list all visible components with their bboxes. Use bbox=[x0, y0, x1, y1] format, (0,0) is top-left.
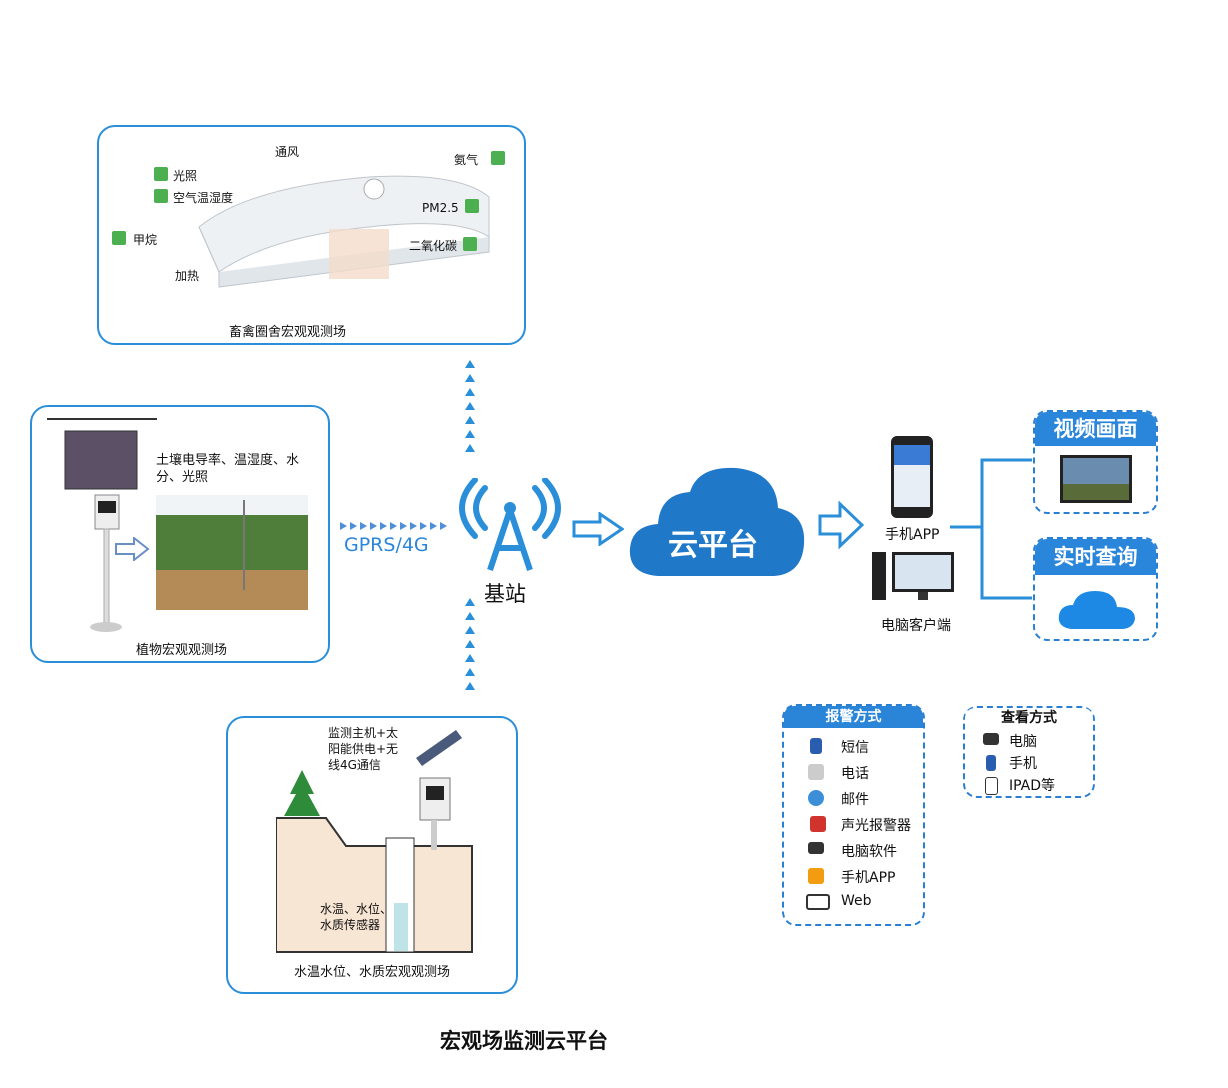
water-sensor-text-1: 水温、水位、 bbox=[320, 902, 393, 916]
water-host-text-1: 监测主机+太 bbox=[328, 726, 399, 740]
alarm-item-web: Web bbox=[841, 893, 872, 909]
monitoring-station-illustration bbox=[47, 418, 157, 632]
arrow-to-clients-icon bbox=[818, 500, 864, 550]
thermometer-icon bbox=[154, 189, 168, 203]
view-item-pc: 电脑 bbox=[1009, 734, 1037, 750]
telephone-icon bbox=[808, 764, 824, 780]
label-ammonia: 氨气 bbox=[454, 153, 479, 167]
gprs-label: GPRS/4G bbox=[344, 534, 429, 556]
label-ventilation: 通风 bbox=[275, 145, 300, 159]
alarm-methods-box: 报警方式 短信 电话 邮件 声光报警器 电脑软件 手机APP Web bbox=[782, 704, 925, 926]
label-heating: 加热 bbox=[175, 269, 200, 283]
pc-client-label: 电脑客户端 bbox=[881, 618, 951, 634]
laptop-icon bbox=[808, 842, 824, 854]
pm25-icon bbox=[465, 199, 479, 213]
water-sensor-text-2: 水质传感器 bbox=[320, 918, 381, 932]
siren-icon bbox=[810, 816, 826, 832]
email-icon bbox=[808, 790, 824, 806]
view-methods-box: 查看方式 电脑 手机 IPAD等 bbox=[963, 706, 1095, 798]
footer-title: 宏观场监测云平台 bbox=[440, 1028, 608, 1053]
video-monitor-icon bbox=[1060, 455, 1132, 503]
view-methods-title: 查看方式 bbox=[965, 708, 1093, 728]
base-station-label: 基站 bbox=[484, 582, 526, 606]
bracket-connector bbox=[950, 458, 1032, 600]
label-air-temp-humidity: 空气温湿度 bbox=[173, 191, 234, 205]
alarm-item-siren: 声光报警器 bbox=[841, 818, 911, 834]
mobile-app-label: 手机APP bbox=[885, 527, 940, 543]
water-host-text-3: 线4G通信 bbox=[328, 758, 381, 772]
app-icon bbox=[808, 868, 824, 884]
livestock-caption: 畜禽圈舍宏观观测场 bbox=[229, 325, 347, 340]
water-panel: 监测主机+太 阳能供电+无 线4G通信 水温、水位、 水质传感器 水温水位、水质… bbox=[226, 716, 518, 994]
alarm-item-pc-software: 电脑软件 bbox=[841, 844, 897, 860]
plant-sensor-text-1: 土壤电导率、温湿度、水 bbox=[156, 453, 300, 468]
right-arrow-icon bbox=[115, 537, 150, 561]
cloud-platform-label: 云平台 bbox=[668, 528, 758, 563]
alarm-methods-title: 报警方式 bbox=[784, 706, 923, 728]
computer-icon bbox=[983, 733, 999, 745]
ammonia-icon bbox=[491, 151, 505, 165]
co2-icon bbox=[463, 237, 477, 251]
alarm-item-mobile-app: 手机APP bbox=[841, 870, 896, 886]
water-scene-illustration bbox=[276, 730, 473, 953]
cornfield-photo bbox=[156, 495, 308, 610]
water-caption: 水温水位、水质宏观观测场 bbox=[294, 965, 451, 980]
gprs-dotted-arrow bbox=[340, 522, 447, 530]
label-pm25: PM2.5 bbox=[422, 201, 459, 215]
video-tab: 视频画面 bbox=[1035, 412, 1156, 446]
arrow-to-cloud-icon bbox=[572, 512, 624, 546]
methane-icon bbox=[112, 231, 126, 245]
livestock-panel: 通风 氨气 光照 空气温湿度 PM2.5 甲烷 二氧化碳 加热 畜禽圈舍宏观观测… bbox=[97, 125, 526, 345]
web-icon bbox=[806, 894, 830, 910]
video-box: 视频画面 bbox=[1033, 410, 1158, 514]
plant-panel: 土壤电导率、温湿度、水 分、光照 植物宏观观测场 bbox=[30, 405, 330, 663]
sms-icon bbox=[810, 738, 822, 754]
label-co2: 二氧化碳 bbox=[409, 239, 458, 253]
phone-icon bbox=[986, 755, 996, 771]
label-light: 光照 bbox=[173, 169, 198, 183]
label-methane: 甲烷 bbox=[133, 233, 158, 247]
plant-sensor-text-2: 分、光照 bbox=[156, 470, 209, 485]
water-host-text-2: 阳能供电+无 bbox=[328, 742, 399, 756]
alarm-item-email: 邮件 bbox=[841, 792, 869, 808]
smartphone-icon bbox=[891, 436, 933, 518]
cloud-platform-icon bbox=[629, 467, 805, 576]
dotted-arrow-up bbox=[465, 360, 475, 452]
base-station-icon bbox=[459, 478, 561, 571]
view-item-phone: 手机 bbox=[1009, 756, 1037, 772]
alarm-item-sms: 短信 bbox=[841, 740, 869, 756]
cloud-query-icon bbox=[1058, 591, 1135, 629]
realtime-box: 实时查询 bbox=[1033, 537, 1158, 641]
realtime-tab: 实时查询 bbox=[1035, 539, 1156, 575]
light-icon bbox=[154, 167, 168, 181]
alarm-item-phone: 电话 bbox=[841, 766, 869, 782]
dotted-arrow-down bbox=[465, 598, 475, 690]
plant-caption: 植物宏观观测场 bbox=[136, 643, 228, 658]
view-item-tablet: IPAD等 bbox=[1009, 778, 1056, 794]
tablet-icon bbox=[985, 777, 998, 795]
greenhouse-illustration bbox=[198, 175, 490, 288]
desktop-pc-icon bbox=[872, 552, 954, 600]
fan-icon bbox=[363, 178, 385, 200]
